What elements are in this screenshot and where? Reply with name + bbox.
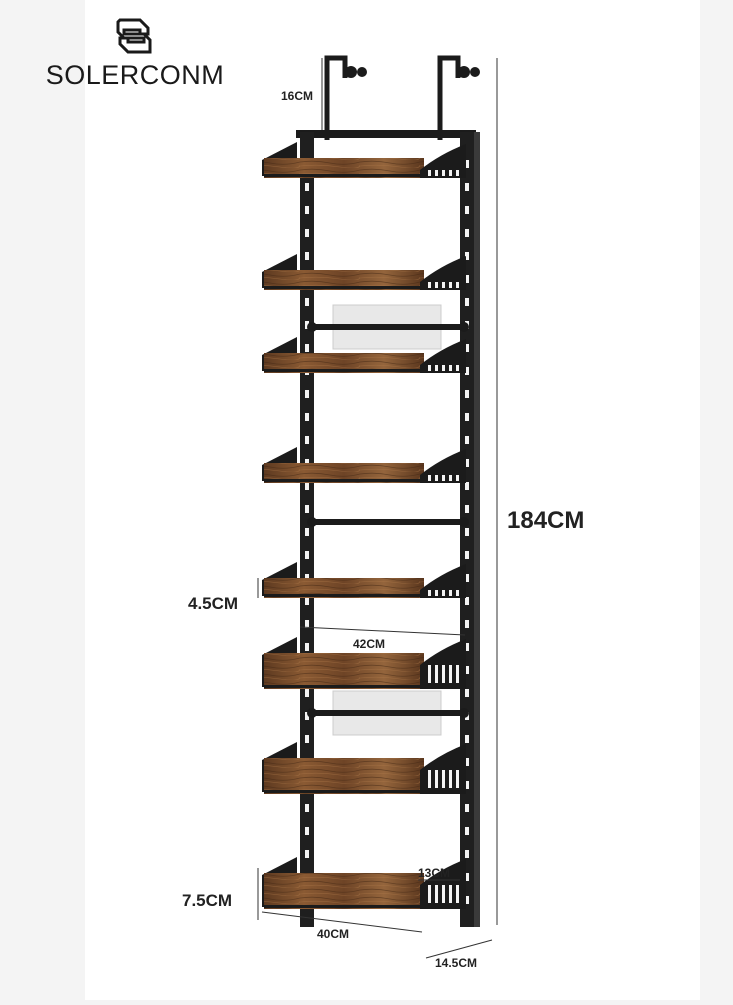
brand-name: SOLERCONM: [45, 60, 225, 90]
rod: [307, 304, 469, 350]
dim-base-width: 40CM: [317, 927, 349, 941]
basket: [262, 857, 466, 909]
dim-hook-height: 16CM: [281, 89, 313, 103]
rod: [307, 690, 469, 736]
hanging-rods: [307, 304, 469, 736]
basket: [262, 637, 466, 689]
basket: [262, 337, 466, 373]
basket: [262, 447, 466, 483]
interlocked-s-logo-icon: [116, 18, 152, 54]
backdrop: [85, 0, 700, 1000]
dim-shelf-width: 42CM: [353, 637, 385, 651]
basket: [262, 254, 466, 290]
dim-base-depth: 14.5CM: [435, 956, 477, 970]
basket: [262, 742, 466, 794]
dim-total-height: 184CM: [507, 507, 584, 534]
basket: [262, 142, 466, 178]
basket: [262, 562, 466, 598]
door-hooks: [324, 55, 461, 140]
rod: [307, 517, 469, 527]
baskets: [262, 142, 466, 909]
dim-basket-inner: 13CM: [418, 866, 450, 880]
dim-basket-depth: 7.5CM: [182, 891, 232, 910]
dimension-lines: [257, 58, 498, 959]
dim-shelf-depth: 4.5CM: [188, 594, 238, 613]
brand-logo: SOLERCONM: [40, 12, 230, 92]
